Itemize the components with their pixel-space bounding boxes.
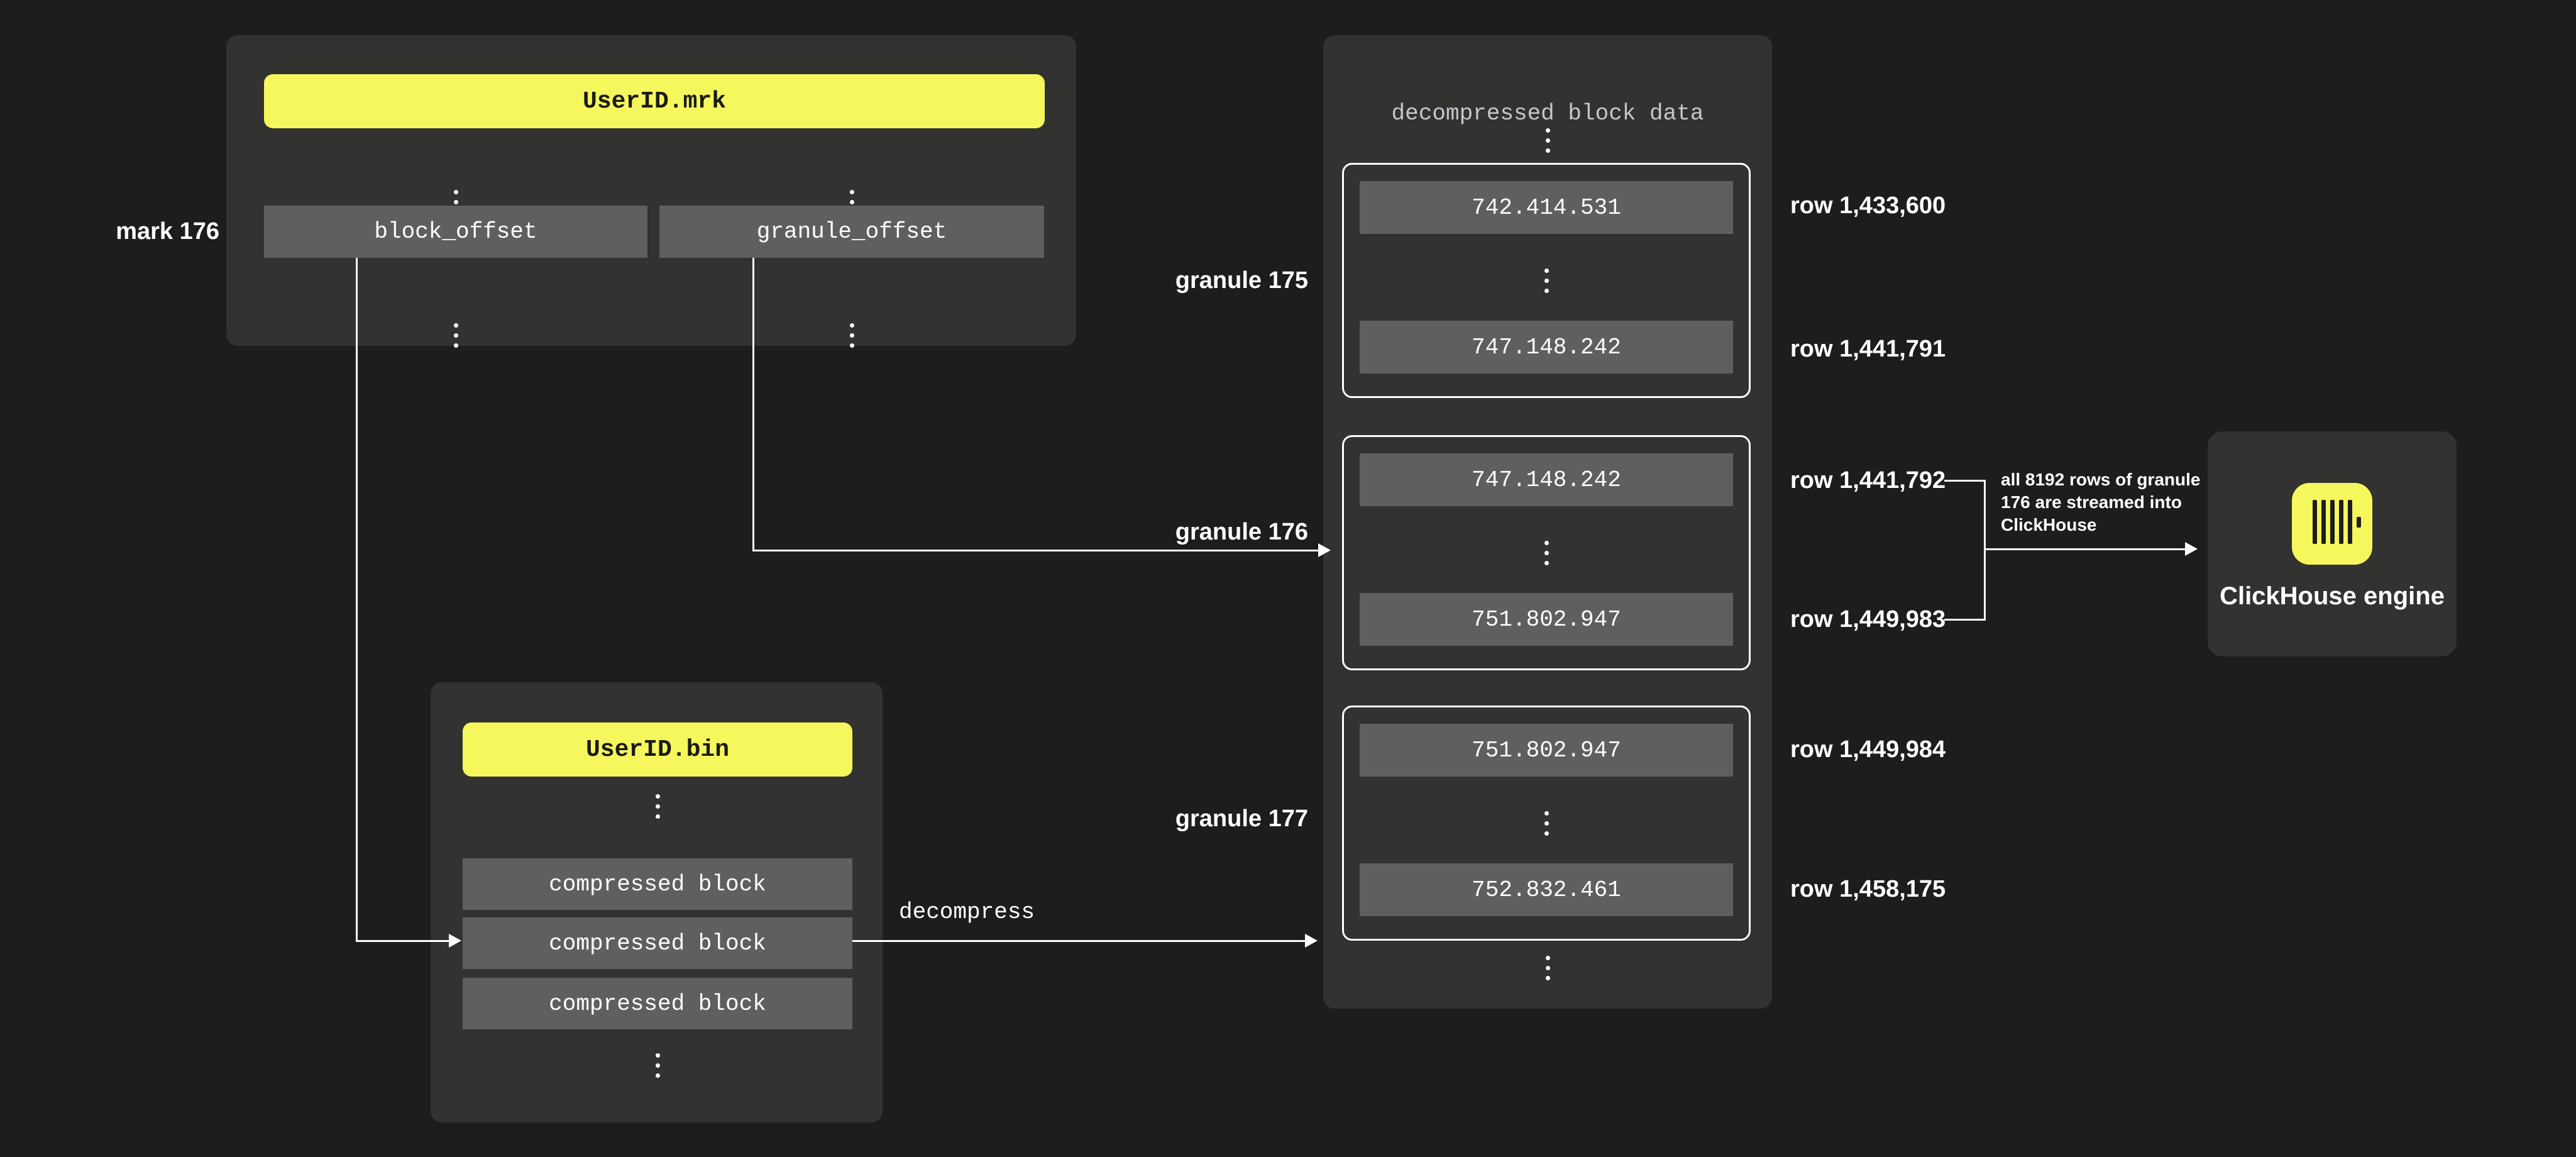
granule-176-label: granule 176 <box>1175 518 1308 545</box>
row-label-1449983: row 1,449,983 <box>1790 606 1946 633</box>
clickhouse-engine-label: ClickHouse engine <box>2220 582 2445 610</box>
mrk-file-title: UserID.mrk <box>582 87 727 115</box>
bin-file-title-chip: UserID.bin <box>463 722 852 777</box>
ellipsis-icon <box>1544 541 1549 565</box>
granule-offset-box: granule_offset <box>659 206 1044 258</box>
granule-offset-arrow-vertical <box>752 258 754 551</box>
row-label-1441791: row 1,441,791 <box>1790 335 1946 362</box>
granule-175-box: 742.414.531 747.148.242 <box>1342 163 1751 398</box>
ellipsis-icon <box>1545 956 1550 980</box>
decompress-arrow <box>852 940 1306 942</box>
ellipsis-icon <box>1544 811 1549 836</box>
stream-arrow <box>1984 548 2186 550</box>
stream-annotation-line2: 176 are streamed into <box>2001 492 2182 512</box>
stream-annotation: all 8192 rows of granule 176 are streame… <box>2001 468 2200 536</box>
row-label-1441792: row 1,441,792 <box>1790 467 1946 494</box>
block-offset-box: block_offset <box>264 206 647 258</box>
arrowhead-icon <box>1305 934 1318 948</box>
clickhouse-logo-icon <box>2292 483 2372 565</box>
bracket-vertical <box>1984 480 1986 621</box>
decompressed-panel-title: decompressed block data <box>1391 101 1704 126</box>
row-label-1449984: row 1,449,984 <box>1790 736 1946 763</box>
bin-file-panel: UserID.bin compressed block compressed b… <box>431 682 883 1122</box>
granule-176-first-value: 747.148.242 <box>1360 453 1733 506</box>
granule-177-first-value: 751.802.947 <box>1360 724 1733 777</box>
bin-file-title: UserID.bin <box>585 736 730 763</box>
bracket-top-dash <box>1944 480 1986 482</box>
clickhouse-engine-panel: ClickHouse engine <box>2208 431 2457 656</box>
ellipsis-icon <box>655 794 660 819</box>
row-label-1458175: row 1,458,175 <box>1790 875 1946 902</box>
granule-176-last-value: 751.802.947 <box>1360 593 1733 646</box>
ellipsis-icon <box>849 323 854 348</box>
ellipsis-icon <box>655 1053 660 1078</box>
ellipsis-icon <box>1545 128 1550 153</box>
granule-177-label: granule 177 <box>1175 805 1308 832</box>
mrk-file-panel: UserID.mrk block_offset granule_offset <box>226 35 1076 348</box>
arrowhead-icon <box>1318 543 1331 557</box>
granule-175-last-value: 747.148.242 <box>1360 321 1733 374</box>
decompressed-data-panel: decompressed block data 742.414.531 747.… <box>1323 35 1772 1009</box>
decompress-label: decompress <box>899 899 1035 925</box>
compressed-block-box-2: compressed block <box>463 917 852 969</box>
arrowhead-icon <box>2185 542 2198 556</box>
ellipsis-icon <box>453 323 458 348</box>
granule-offset-arrow-horizontal <box>752 550 1319 551</box>
granule-176-box: 747.148.242 751.802.947 <box>1342 435 1751 670</box>
compressed-block-box-1: compressed block <box>463 858 852 910</box>
compressed-block-box-3: compressed block <box>463 978 852 1029</box>
granule-175-label: granule 175 <box>1175 267 1308 294</box>
granule-175-first-value: 742.414.531 <box>1360 181 1733 234</box>
granule-177-last-value: 752.832.461 <box>1360 863 1733 916</box>
block-offset-arrow-horizontal <box>356 940 450 942</box>
row-label-1433600: row 1,433,600 <box>1790 192 1946 219</box>
stream-annotation-line3: ClickHouse <box>2001 515 2097 534</box>
block-offset-arrow-vertical <box>356 258 358 942</box>
clickhouse-logo-bars <box>2313 500 2361 544</box>
mrk-file-title-chip: UserID.mrk <box>264 74 1045 128</box>
mark-176-label: mark 176 <box>116 218 219 245</box>
arrowhead-icon <box>449 934 461 948</box>
ellipsis-icon <box>1544 268 1549 293</box>
granule-177-box: 751.802.947 752.832.461 <box>1342 706 1751 941</box>
stream-annotation-line1: all 8192 rows of granule <box>2001 470 2201 489</box>
bracket-bottom-dash <box>1944 619 1986 621</box>
